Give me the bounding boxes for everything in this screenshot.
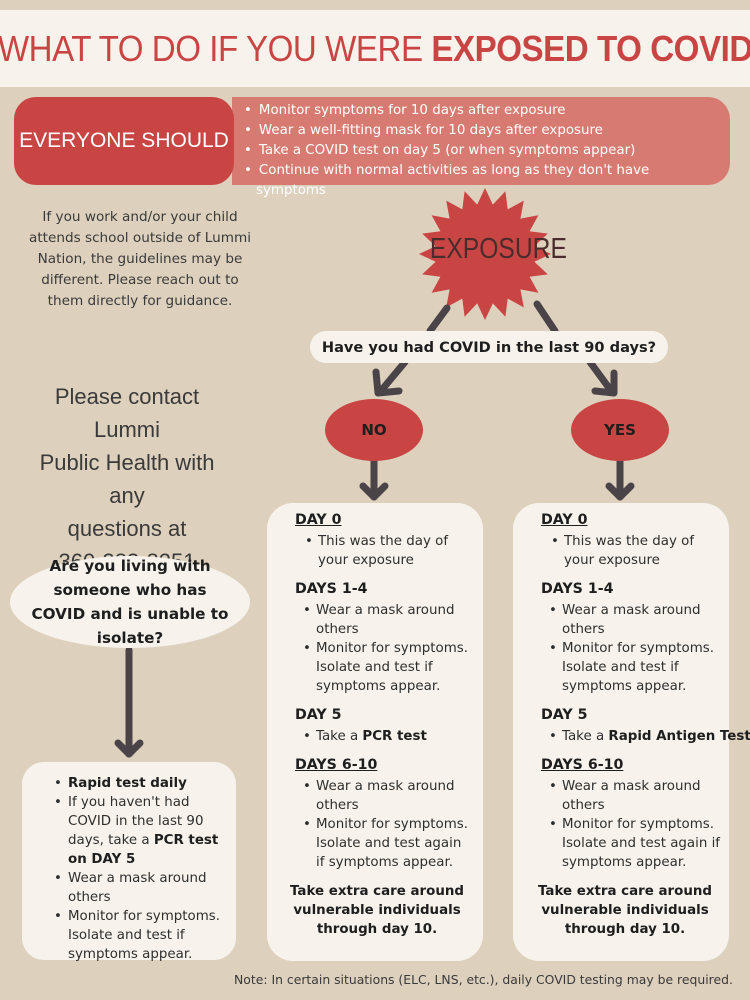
living-with-covid-question: Are you living with someone who has COVI… (10, 556, 250, 648)
extra-care-note: Take extra care around vulnerable indivi… (290, 884, 464, 937)
arrow-head (372, 368, 403, 397)
list-item: Monitor for symptoms. Isolate and test i… (52, 907, 228, 964)
list-item: Wear a mask around others (547, 601, 723, 639)
arrow-line (533, 300, 559, 335)
outside-lummi-note: If you work and/or your child attends sc… (29, 209, 251, 309)
had-covid-question: Have you had COVID in the last 90 days? (310, 331, 668, 363)
list-item: Monitor for symptoms. Isolate and test a… (547, 815, 723, 872)
extra-care-note: Take extra care around vulnerable indivi… (538, 884, 712, 937)
arrow-head (605, 482, 635, 501)
list-item: Take a COVID test on day 5 (or when symp… (256, 141, 720, 161)
living-with-covid-card: Rapid test daily If you haven't had COVI… (22, 762, 236, 962)
day5-heading: DAY 5 (295, 707, 342, 723)
page-title: WHAT TO DO IF YOU WERE EXPOSED TO COVID (0, 27, 750, 69)
days6-10-heading: DAYS 6-10 (295, 757, 378, 773)
list-item: Wear a mask around others (547, 777, 723, 815)
day0-heading: DAY 0 (295, 512, 342, 528)
list-item: Wear a mask around others (301, 777, 473, 815)
list-item: Take a Rapid Antigen Test (547, 727, 750, 746)
footnote: Note: In certain situations (ELC, LNS, e… (234, 972, 733, 987)
arrow-head (359, 482, 389, 501)
list-item: Rapid test daily (52, 774, 228, 793)
exposure-label: EXPOSURE (429, 233, 567, 265)
days6-10-heading: DAYS 6-10 (541, 757, 624, 773)
list-item: Monitor symptoms for 10 days after expos… (256, 101, 720, 121)
arrow-line (426, 304, 451, 335)
yes-branch: YES (571, 399, 669, 461)
arrow-head (591, 369, 618, 397)
list-item: If you haven't had COVID in the last 90 … (52, 793, 228, 869)
day0-heading: DAY 0 (541, 512, 588, 528)
exposure-burst (419, 188, 551, 320)
day5-heading: DAY 5 (541, 707, 588, 723)
list-item: Take a PCR test (301, 727, 473, 746)
list-item: This was the day of your exposure (549, 532, 723, 570)
no-timeline-card: DAY 0 This was the day of your exposure … (267, 503, 483, 961)
everyone-list: Monitor symptoms for 10 days after expos… (232, 97, 730, 198)
everyone-should-label: EVERYONE SHOULD (14, 97, 234, 185)
list-item: Monitor for symptoms. Isolate and test a… (301, 815, 473, 872)
list-item: Monitor for symptoms. Isolate and test i… (301, 639, 473, 696)
no-branch: NO (325, 399, 423, 461)
list-item: Continue with normal activities as long … (256, 161, 720, 201)
list-item: Monitor for symptoms. Isolate and test i… (547, 639, 723, 696)
contact-info: Please contact Lummi Public Health with … (20, 380, 234, 578)
list-item: This was the day of your exposure (303, 532, 473, 570)
yes-timeline-card: DAY 0 This was the day of your exposure … (513, 503, 750, 961)
days1-4-heading: DAYS 1-4 (295, 581, 368, 597)
list-item: Wear a mask around others (52, 869, 228, 907)
list-item: Wear a mask around others (301, 601, 473, 639)
title-band: WHAT TO DO IF YOU WERE EXPOSED TO COVID (0, 10, 750, 87)
arrow-line (376, 358, 409, 396)
days1-4-heading: DAYS 1-4 (541, 581, 614, 597)
list-item: Wear a well-fitting mask for 10 days aft… (256, 121, 720, 141)
arrow-head (114, 739, 144, 758)
arrow-line (586, 358, 616, 396)
